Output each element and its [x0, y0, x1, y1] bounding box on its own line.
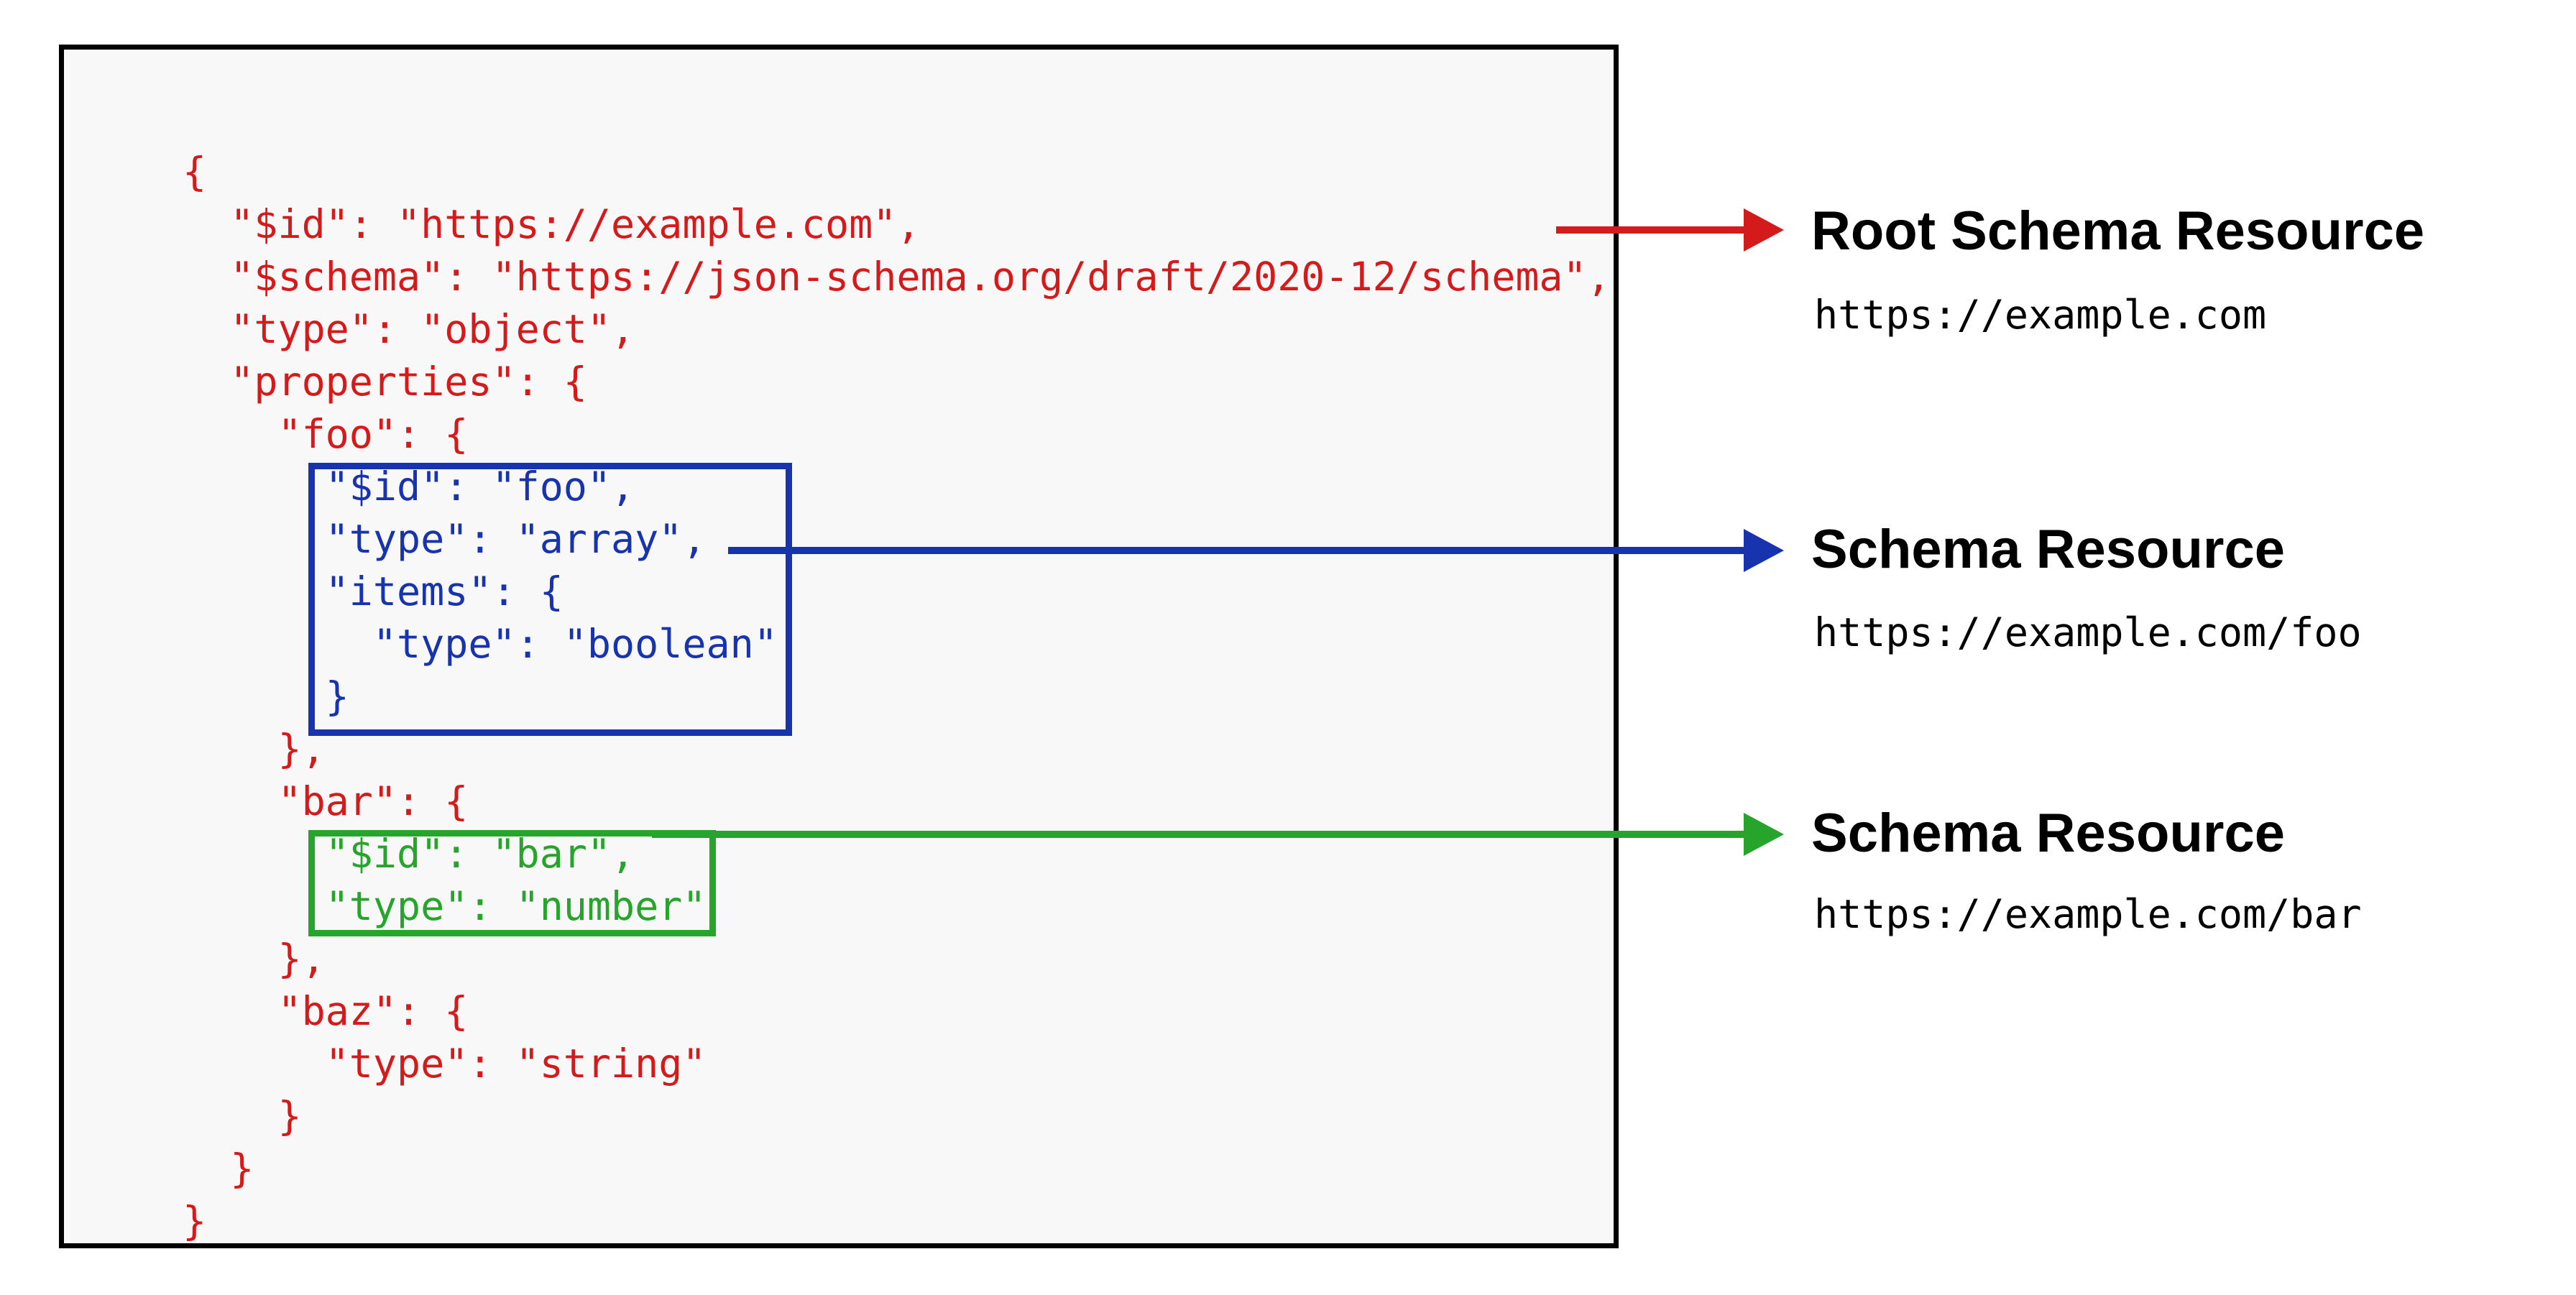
root-schema-arrow [1556, 208, 1784, 252]
bar-schema-boundary-box [308, 830, 716, 936]
root-schema-arrowhead-icon [1744, 208, 1784, 252]
code-block: { "$id": "https://example.com", "$schema… [183, 146, 1611, 1248]
bar-schema-resource-url: https://example.com/bar [1814, 891, 2362, 937]
code-line: "foo": { [183, 411, 469, 457]
code-line: "$schema": "https://json-schema.org/draf… [183, 254, 1611, 300]
foo-schema-arrow [728, 529, 1784, 572]
root-schema-resource-title: Root Schema Resource [1811, 201, 2425, 262]
code-line: }, [183, 936, 326, 982]
foo-schema-arrow-line [728, 547, 1744, 554]
code-line: "$id": "bar", [183, 831, 635, 877]
code-line: "type": "array", [183, 516, 707, 562]
code-line: "bar": { [183, 778, 469, 824]
code-line: "items": { [183, 568, 564, 614]
foo-schema-resource-url: https://example.com/foo [1814, 609, 2362, 655]
schema-code-panel: { "$id": "https://example.com", "$schema… [59, 45, 1619, 1248]
root-schema-arrow-line [1556, 226, 1744, 234]
code-line: "type": "number" [183, 883, 707, 929]
code-line: "type": "string" [183, 1041, 707, 1087]
bar-schema-arrow-line [652, 831, 1744, 838]
code-line: { [183, 149, 207, 195]
code-line: "type": "object", [183, 306, 635, 352]
code-line: "$id": "foo", [183, 464, 635, 510]
code-line: } [183, 673, 349, 719]
code-line: } [183, 1146, 254, 1192]
bar-schema-resource-title: Schema Resource [1811, 803, 2285, 864]
bar-schema-arrowhead-icon [1744, 813, 1784, 856]
code-line: "properties": { [183, 359, 587, 405]
code-line: "type": "boolean" [183, 621, 778, 667]
foo-schema-boundary-box [308, 463, 792, 736]
code-line: "$id": "https://example.com", [183, 201, 921, 247]
root-schema-resource-url: https://example.com [1814, 292, 2267, 338]
foo-schema-resource-title: Schema Resource [1811, 519, 2285, 580]
bar-schema-arrow [652, 813, 1784, 856]
foo-schema-arrowhead-icon [1744, 529, 1784, 572]
code-line: "baz": { [183, 988, 469, 1034]
code-line: } [183, 1093, 302, 1139]
code-line: } [183, 1198, 207, 1244]
